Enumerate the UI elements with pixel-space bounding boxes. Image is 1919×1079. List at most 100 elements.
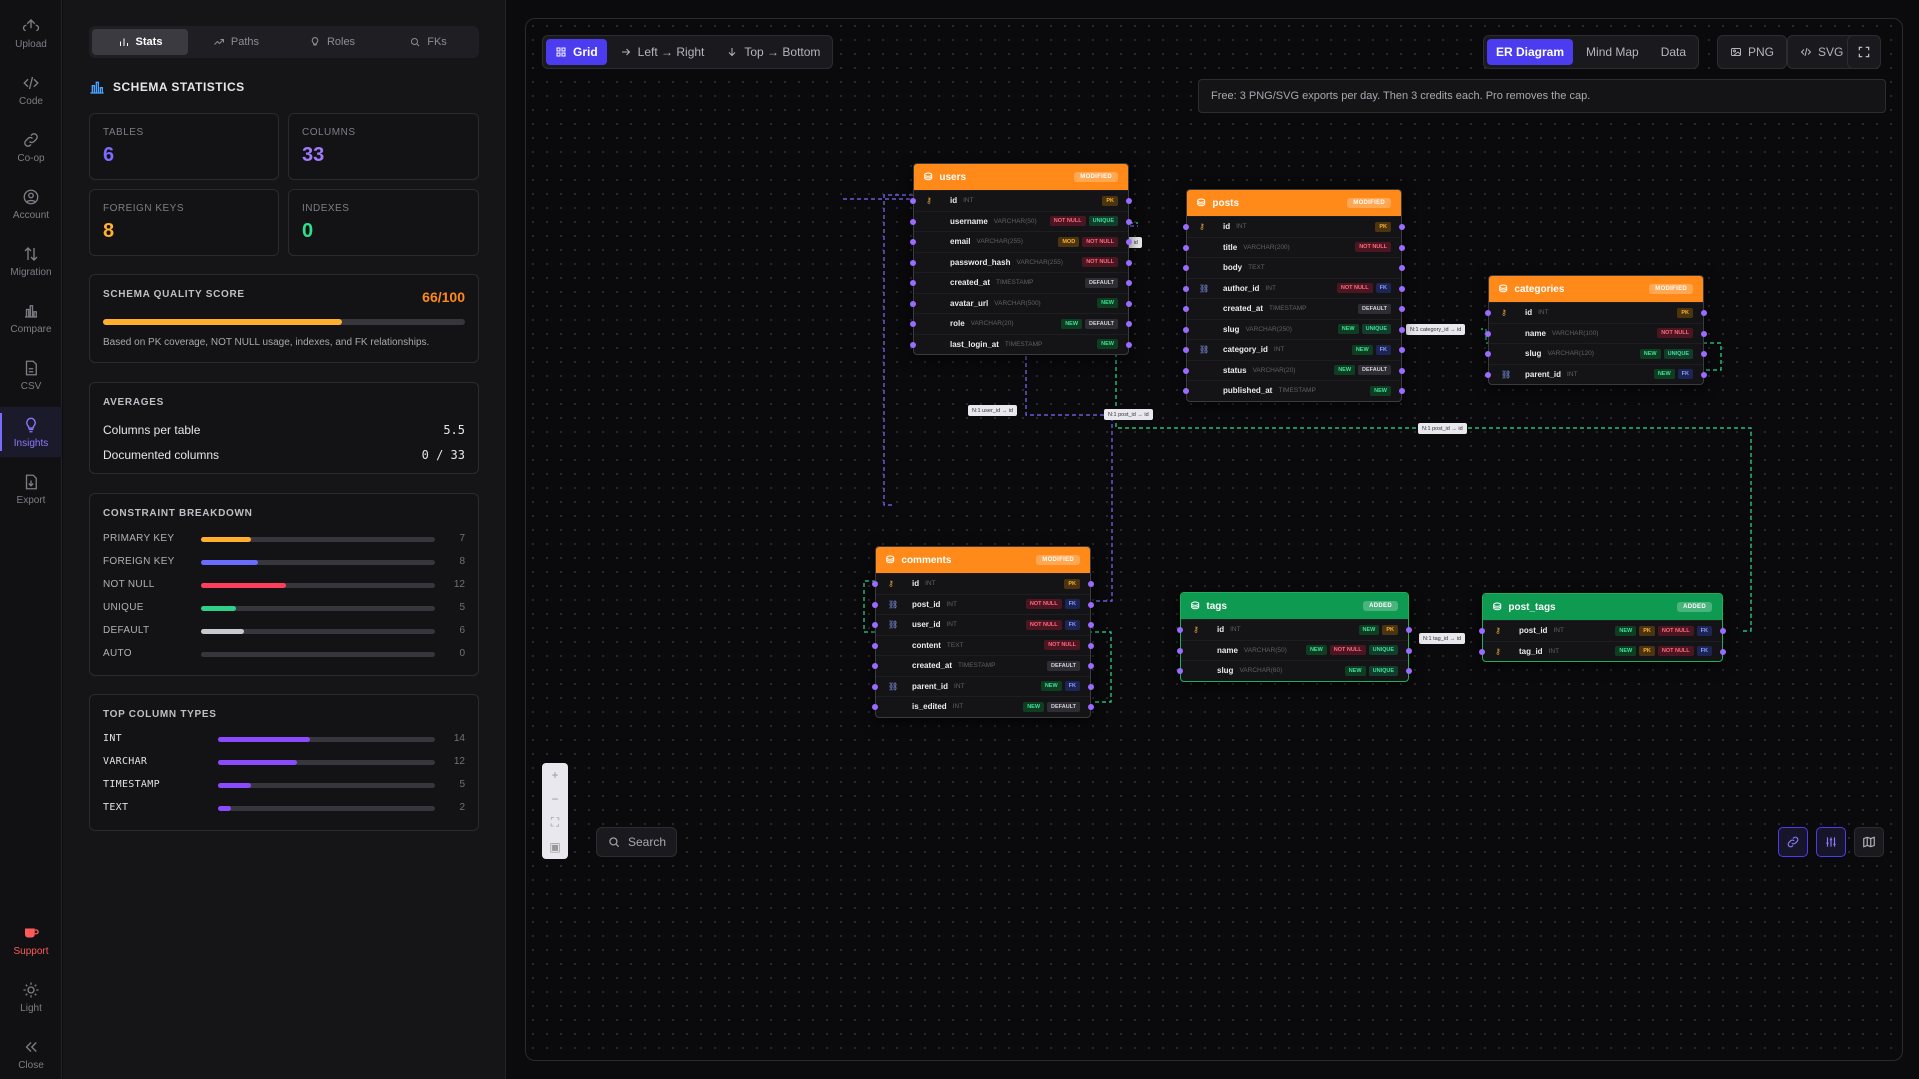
connector-handle[interactable] — [1399, 244, 1405, 251]
connector-handle[interactable] — [1406, 627, 1412, 633]
connector-handle[interactable] — [1399, 224, 1405, 230]
lock-icon[interactable]: ▣ — [549, 840, 561, 855]
rail-coop[interactable]: Co-op — [0, 122, 62, 172]
fullscreen-icon[interactable] — [1857, 45, 1871, 59]
connector-handle[interactable] — [1485, 310, 1491, 316]
connector-handle[interactable] — [1088, 683, 1094, 690]
tab-fks[interactable]: FKs — [380, 29, 476, 55]
connector-handle[interactable] — [872, 581, 878, 587]
connector-handle[interactable] — [1399, 285, 1405, 292]
connector-handle[interactable] — [1479, 628, 1485, 634]
rail-upload[interactable]: Upload — [0, 8, 62, 58]
connector-handle[interactable] — [1701, 330, 1707, 337]
connector-handle[interactable] — [1183, 224, 1189, 230]
connector-handle[interactable] — [1406, 668, 1412, 674]
tab-paths[interactable]: Paths — [188, 29, 284, 55]
connector-handle[interactable] — [1399, 367, 1405, 374]
connector-handle[interactable] — [1720, 628, 1726, 634]
connector-handle[interactable] — [910, 280, 916, 286]
connector-handle[interactable] — [1126, 198, 1132, 204]
connector-handle[interactable] — [1183, 388, 1189, 394]
connector-handle[interactable] — [910, 259, 916, 266]
relations-toggle-button[interactable] — [1778, 827, 1808, 857]
connector-handle[interactable] — [1399, 326, 1405, 333]
connector-handle[interactable] — [1126, 300, 1132, 307]
view-mind-map-button[interactable]: Mind Map — [1586, 45, 1639, 59]
connector-handle[interactable] — [1183, 347, 1189, 353]
connector-handle[interactable] — [872, 601, 878, 608]
connector-handle[interactable] — [1126, 321, 1132, 327]
connector-handle[interactable] — [1088, 663, 1094, 669]
connector-handle[interactable] — [1399, 306, 1405, 312]
rail-insights[interactable]: Insights — [0, 407, 62, 457]
connector-handle[interactable] — [872, 704, 878, 710]
connector-handle[interactable] — [1177, 627, 1183, 633]
rail-light[interactable]: Light — [0, 972, 62, 1022]
connector-handle[interactable] — [1183, 367, 1189, 374]
connector-handle[interactable] — [1485, 371, 1491, 378]
connector-handle[interactable] — [1126, 239, 1132, 245]
fit-view-icon[interactable]: ⛶ — [550, 815, 560, 830]
connector-handle[interactable] — [1183, 306, 1189, 312]
diagram-canvas[interactable]: Grid Left → Right Top → Bottom ER Diagra… — [525, 18, 1903, 1061]
rail-export[interactable]: Export — [0, 464, 62, 514]
connector-handle[interactable] — [872, 663, 878, 669]
connector-handle[interactable] — [910, 218, 916, 225]
connector-handle[interactable] — [1399, 265, 1405, 271]
filters-button[interactable] — [1816, 827, 1846, 857]
view-er-diagram-button[interactable]: ER Diagram — [1487, 39, 1574, 65]
connector-handle[interactable] — [1088, 601, 1094, 608]
connector-handle[interactable] — [1399, 388, 1405, 394]
connector-handle[interactable] — [872, 683, 878, 690]
connector-handle[interactable] — [910, 198, 916, 204]
connector-handle[interactable] — [1406, 647, 1412, 654]
connector-handle[interactable] — [1701, 371, 1707, 378]
rail-compare[interactable]: Compare — [0, 293, 62, 343]
export-svg-button[interactable]: SVG — [1791, 39, 1852, 65]
rail-migration[interactable]: Migration — [0, 236, 62, 286]
rail-close[interactable]: Close — [0, 1029, 62, 1079]
connector-handle[interactable] — [910, 239, 916, 245]
connector-handle[interactable] — [872, 622, 878, 628]
connector-handle[interactable] — [1183, 244, 1189, 251]
connector-handle[interactable] — [1485, 330, 1491, 337]
connector-handle[interactable] — [1088, 704, 1094, 710]
connector-handle[interactable] — [1183, 265, 1189, 271]
rail-csv[interactable]: CSV — [0, 350, 62, 400]
connector-handle[interactable] — [910, 300, 916, 307]
connector-handle[interactable] — [1701, 351, 1707, 357]
